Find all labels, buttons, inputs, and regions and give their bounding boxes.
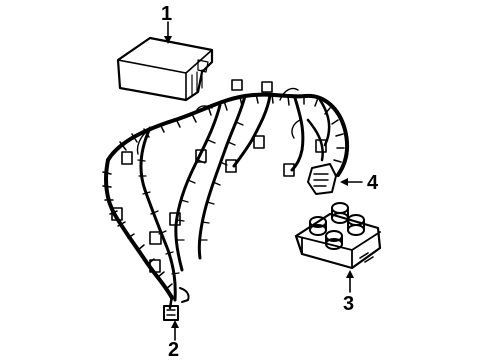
ecu-module <box>116 36 214 102</box>
ignition-coil-pack <box>294 202 382 270</box>
wiring-harness <box>102 79 349 302</box>
callout-1: 1 <box>161 3 172 25</box>
callout-leaders <box>164 21 363 341</box>
arrowhead-4 <box>340 178 348 186</box>
callout-4: 4 <box>367 172 379 194</box>
callout-2: 2 <box>168 339 179 360</box>
harness-plug <box>307 163 337 195</box>
arrowhead-2 <box>171 320 179 328</box>
harness-connector <box>163 287 190 321</box>
arrowhead-1 <box>164 36 172 44</box>
arrowhead-3 <box>346 270 354 278</box>
callout-3: 3 <box>343 293 354 315</box>
